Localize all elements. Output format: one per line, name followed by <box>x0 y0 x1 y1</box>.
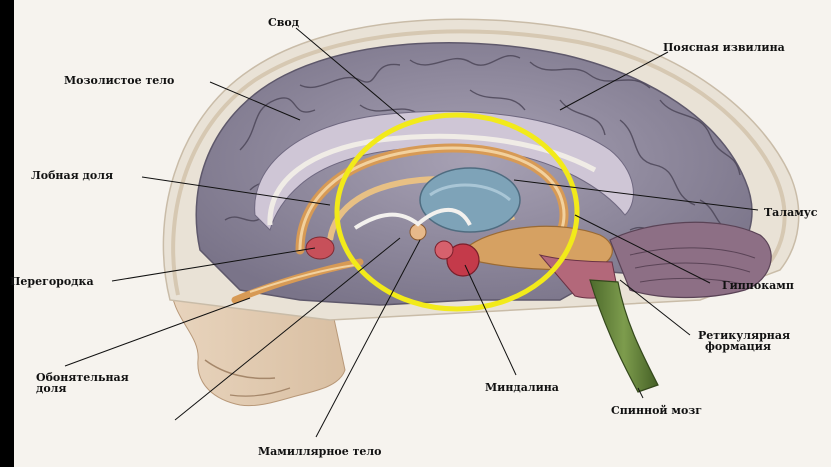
label-corpus-callosum: Мозолистое тело <box>64 75 174 86</box>
label-amygdala: Миндалина <box>485 382 559 393</box>
label-olfactory-2: доля <box>36 383 67 394</box>
septum <box>306 237 334 259</box>
label-reticular-2: формация <box>705 341 771 352</box>
label-mamillary-body: Мамиллярное тело <box>258 446 381 457</box>
label-hippocampus: Гиппокамп <box>722 280 794 291</box>
label-spinal-cord: Спинной мозг <box>611 405 702 416</box>
label-thalamus: Таламус <box>764 207 818 218</box>
label-cingulate-gyrus: Поясная извилина <box>663 42 785 53</box>
label-svod: Свод <box>268 17 299 28</box>
label-septum: Перегородка <box>10 276 94 287</box>
label-frontal-lobe: Лобная доля <box>31 170 113 181</box>
